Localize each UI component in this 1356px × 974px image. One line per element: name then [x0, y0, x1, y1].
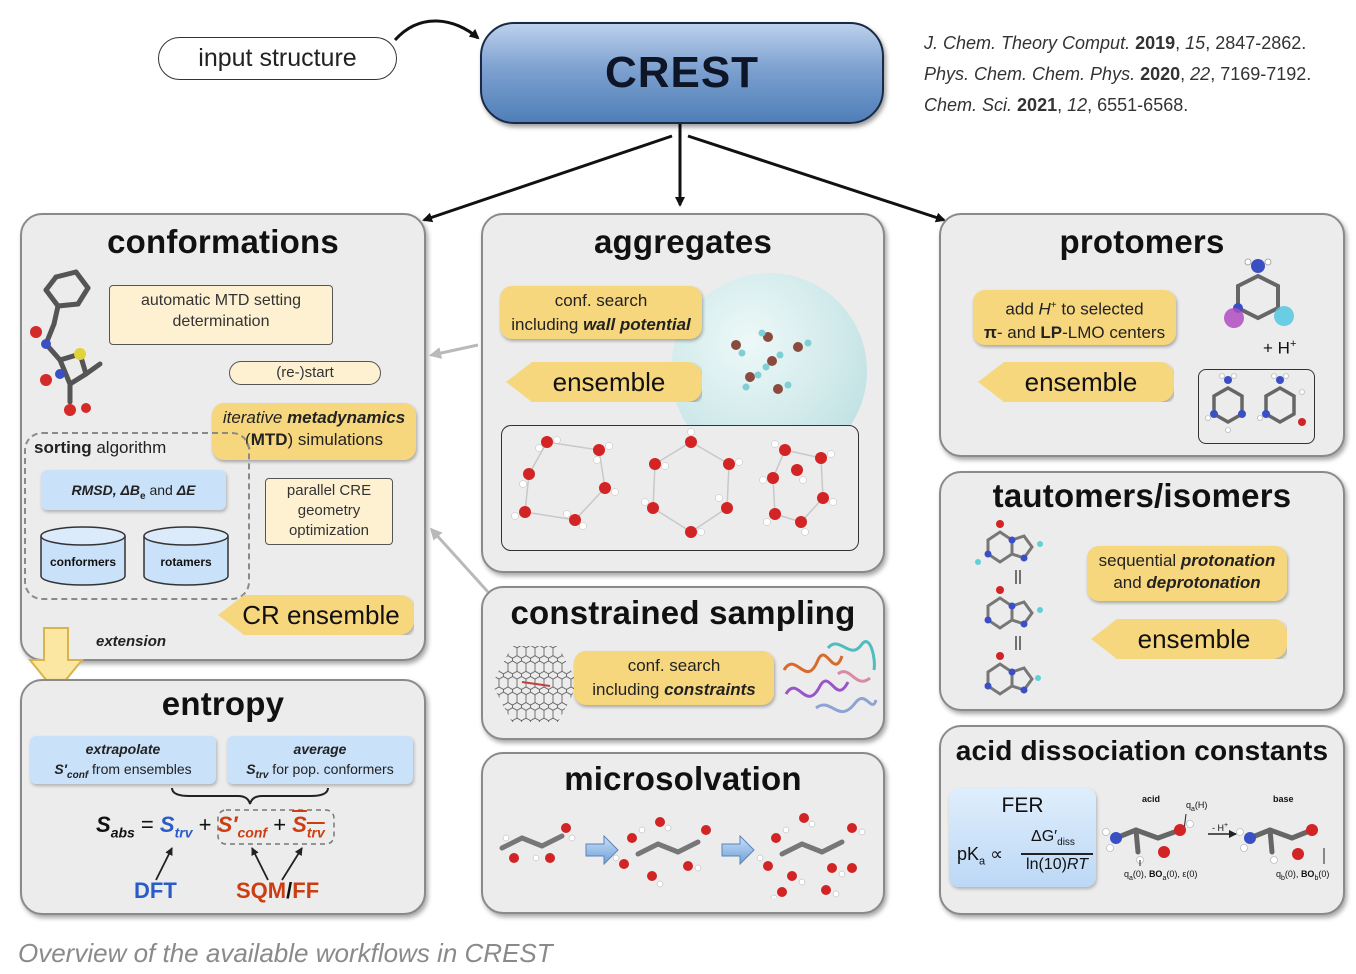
input-structure-box: input structure: [158, 37, 397, 80]
extension-label: extension: [96, 633, 167, 650]
tautomer-molecules-image: [975, 520, 1043, 696]
rotamers-label: rotamers: [160, 555, 212, 569]
reference-3: Chem. Sci. 2021, 12, 6551-6568.: [924, 95, 1189, 115]
fraction-denominator: ln(10)RT: [1026, 856, 1088, 873]
fer-formula-box: FER pKa ∝ ΔG′diss ln(10)RT: [949, 788, 1096, 887]
protomer-products-image: [1205, 373, 1306, 433]
graphene-sheet-image: [492, 646, 578, 722]
conformers-database-icon: [40, 526, 126, 586]
acid-dissociation-panel: acid dissociation constants: [939, 725, 1345, 915]
entropy-equation: Sabs = Strv + S′conf + Strv: [96, 812, 325, 841]
acid-base-molecules-image: [1102, 813, 1325, 866]
microsolvation-sequence-image: [499, 813, 866, 898]
conformations-title: conformations: [107, 223, 339, 260]
average-box: average Strv for pop. conformers: [227, 736, 413, 784]
reference-1: J. Chem. Theory Comput. 2019, 15, 2847-2…: [924, 33, 1307, 53]
plus-h-label: + H+: [1263, 338, 1297, 358]
sorting-algorithm-group: [24, 432, 250, 600]
constrained-search-box: conf. search including constraints: [574, 651, 774, 705]
protomers-title: protomers: [1059, 223, 1225, 260]
auto-mtd-setting-box: automatic MTD setting determination: [109, 285, 333, 345]
microsolvation-title: microsolvation: [564, 760, 802, 797]
water-cluster-structures: [511, 428, 837, 538]
rmsd-criteria-box: RMSD, ΔBe and ΔE: [41, 470, 226, 510]
crest-title: CREST: [604, 48, 760, 97]
protomers-ensemble-tag: ensemble: [978, 362, 1174, 402]
fraction-bar: [1021, 853, 1093, 855]
dft-label: DFT: [134, 878, 177, 903]
microsolvation-panel: microsolvation: [481, 752, 885, 914]
aggregates-ensemble-tag: ensemble: [506, 362, 702, 402]
water-cluster-in-sphere: [731, 329, 812, 394]
acid-descriptors-label: qa(0), BOa(0), ε(0): [1124, 869, 1198, 882]
aggregates-search-box: conf. search including wall potential: [500, 286, 702, 339]
protomer-molecule-image: [1224, 258, 1294, 328]
acid-label: acid: [1142, 794, 1161, 804]
molecule-image-conformations: [30, 269, 103, 416]
base-descriptors-label: qb(0), BOb(0): [1276, 869, 1330, 882]
conformers-label: conformers: [49, 555, 117, 569]
figure-caption: Overview of the available workflows in C…: [18, 938, 553, 968]
pka-label: pKa ∝: [957, 844, 1004, 868]
crest-title-box: CREST: [480, 22, 884, 124]
qa-h-label: qa(H): [1186, 800, 1208, 813]
aggregates-title: aggregates: [593, 223, 773, 260]
tautomers-ensemble-tag: ensemble: [1091, 619, 1287, 659]
tautomers-sequential-box: sequential protonation and deprotonation: [1087, 546, 1287, 601]
protomers-add-h-box: add H+ to selected π- and LP-LMO centers: [973, 290, 1176, 345]
extension-arrow-icon: [28, 627, 84, 694]
base-label: base: [1273, 794, 1294, 804]
entropy-brace-and-arrows: [155, 787, 335, 881]
entropy-title: entropy: [161, 685, 285, 722]
fraction-numerator: ΔG′diss: [1031, 828, 1075, 849]
minus-h-label: - H+: [1212, 822, 1229, 833]
sqm-ff-label: SQM/FF: [236, 878, 320, 903]
rotamers-database-icon: [143, 526, 229, 586]
reference-2: Phys. Chem. Chem. Phys. 2020, 22, 7169-7…: [924, 64, 1312, 84]
protein-structure-image: [782, 640, 878, 714]
constrained-sampling-title: constrained sampling: [510, 594, 856, 631]
water-clusters-frame: [501, 425, 859, 551]
tautomers-title: tautomers/isomers: [992, 477, 1292, 514]
extrapolate-box: extrapolate S′conf from ensembles: [30, 736, 216, 784]
acid-dissociation-title: acid dissociation constants: [955, 735, 1329, 766]
iterative-mtd-box: iterative metadynamics (MTD) simulations: [212, 403, 416, 460]
parallel-cre-box: parallel CRE geometry optimization: [265, 478, 393, 545]
cr-ensemble-tag: CR ensemble: [218, 595, 414, 635]
sorting-algorithm-label: sorting algorithm: [34, 438, 167, 457]
fer-label: FER: [1001, 794, 1044, 817]
restart-box: (re-)start: [229, 361, 381, 385]
input-structure-label: input structure: [198, 44, 357, 72]
